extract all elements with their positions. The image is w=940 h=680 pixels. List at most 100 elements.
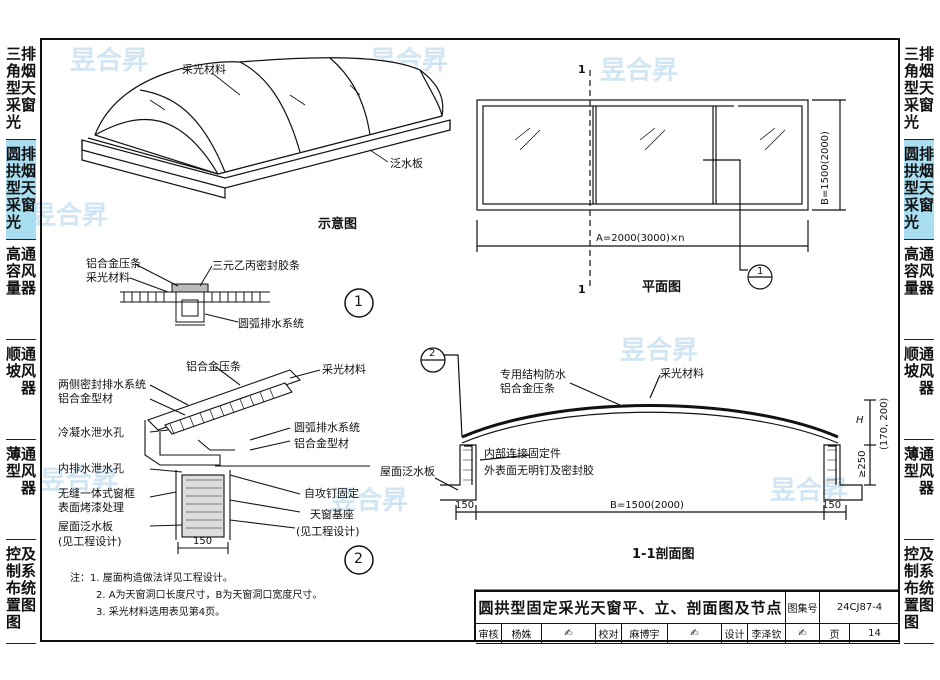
side-tab-char: 型 [904,462,920,480]
side-tab-char: 窗 [919,196,935,214]
side-tab-char: 采 [904,96,920,114]
iso-title: 示意图 [318,217,358,232]
side-tab-char: 光 [6,213,22,231]
plan-view [476,70,846,290]
side-tab-char: 通 [21,345,37,363]
side-tab-char: 坡 [904,362,920,380]
side-tab-column: 通风器 [21,246,36,339]
side-tab-char: 置 [6,596,22,614]
d2-inner-label: 内排水泄水孔 [58,462,124,475]
sec-roof: 屋面泛水板 [380,465,435,478]
d2-number: 2 [354,551,363,567]
d1-material-label: 采光材料 [86,271,130,284]
side-tab-char: 图 [6,613,22,631]
side-tab-char: 通 [919,445,935,463]
side-tab-char: 通 [919,245,935,263]
side-tab-char: 器 [21,379,37,397]
side-tab-char: 容 [904,262,920,280]
side-tab-char: 顺 [904,345,920,363]
side-tab-char: 排 [919,45,935,63]
check-label: 校对 [596,624,622,644]
side-tab-char: 采 [904,196,920,214]
side-tab-2[interactable]: 圆拱型采光排烟天窗 [6,140,36,240]
side-tab-char: 通 [21,245,37,263]
d2-frame1-label: 无缝一体式窗框 [58,487,135,500]
side-tab-char: 通 [919,345,935,363]
sec-conn2: 外表面无明钉及密封胶 [484,464,594,477]
drawing-title: 圆拱型固定采光天窗平、立、剖面图及节点 [476,592,786,624]
side-tab-column: 通风器 [919,346,934,439]
page-no: 14 [850,624,900,644]
side-tab-char: 烟 [21,62,37,80]
side-tab-5[interactable]: 薄型通风器 [6,440,36,540]
side-tab-char: 风 [919,262,935,280]
side-tab-column: 通风器 [919,246,934,339]
side-tab-char: 图 [21,596,37,614]
note-2: 2. A为天窗洞口长度尺寸，B为天窗洞口宽度尺寸。 [96,590,323,601]
side-tab-column: 薄型 [904,446,919,539]
side-tab-char: 器 [919,279,935,297]
side-tab-char: 控 [904,545,920,563]
side-tab-char: 排 [21,145,37,163]
watermark: 昱合昇 [620,336,699,366]
side-tab-char: 量 [6,279,22,297]
reviewer: 杨姝 [502,624,542,644]
plan-title: 平面图 [642,280,682,295]
side-tab-column: 圆拱型采光 [6,146,21,239]
note-1: 注：1. 屋面构造做法详见工程设计。 [70,573,233,584]
check-signature: ✍ [668,624,722,644]
detail-1 [120,263,374,326]
side-tab-char: 系 [21,562,37,580]
sec-waterproof2: 铝合金压条 [500,382,555,395]
side-tab-char: 角 [6,62,22,80]
side-tab-char: 采 [6,196,22,214]
side-tab-char: 及 [21,545,37,563]
side-tab-char: 及 [919,545,935,563]
design-signature: ✍ [786,624,820,644]
d1-pressing-label: 铝合金压条 [86,257,141,270]
side-tab-1[interactable]: 三角型采光排烟天窗 [6,40,36,140]
side-tab-column: 三角型采光 [6,46,21,139]
side-tab-char: 制 [904,562,920,580]
side-tab-4[interactable]: 顺坡通风器 [6,340,36,440]
d2-roof-note: (见工程设计) [58,535,122,548]
side-tab-char: 型 [6,79,22,97]
side-tab-char: 风 [919,462,935,480]
side-tab-char: 窗 [21,96,37,114]
side-tab-char: 拱 [904,162,920,180]
notes: 注：1. 屋面构造做法详见工程设计。 2. A为天窗洞口长度尺寸，B为天窗洞口宽… [70,570,322,621]
side-tab-4[interactable]: 顺坡通风器 [904,340,934,440]
side-tab-1[interactable]: 三角型采光排烟天窗 [904,40,934,140]
side-tab-column: 通风器 [21,346,36,439]
side-tab-3[interactable]: 高容量通风器 [904,240,934,340]
side-tab-char: 光 [904,113,920,131]
side-tab-char: 圆 [904,145,920,163]
designer: 李泽钦 [748,624,786,644]
sec-dim-250: ≥250 [857,450,868,478]
side-tab-5[interactable]: 薄型通风器 [904,440,934,540]
side-tab-6[interactable]: 控制布置图及系统图 [6,540,36,644]
side-tab-char: 顺 [6,345,22,363]
side-tab-3[interactable]: 高容量通风器 [6,240,36,340]
side-tab-6[interactable]: 控制布置图及系统图 [904,540,934,644]
side-tab-column: 高容量 [6,246,21,339]
plan-section-mark-top: 1 [578,63,586,76]
sec-dim-h: H [856,415,864,426]
side-tab-column: 排烟天窗 [919,146,934,239]
isometric-skylight [81,57,451,199]
side-tab-char: 天 [919,179,935,197]
side-tab-char: 天 [21,179,37,197]
side-tabs-right: 三角型采光排烟天窗圆拱型采光排烟天窗高容量通风器顺坡通风器薄型通风器控制布置图及… [904,40,934,644]
side-tab-char: 型 [904,179,920,197]
d2-profile2-label: 铝合金型材 [294,437,349,450]
sec-waterproof1: 专用结构防水 [500,368,566,381]
d2-base-label: 天窗基座 [310,508,354,521]
side-tab-char: 量 [904,279,920,297]
side-tab-2[interactable]: 圆拱型采光排烟天窗 [904,140,934,240]
side-tab-char: 器 [21,279,37,297]
side-tab-column: 通风器 [919,446,934,539]
plan-width-dim: A=2000(3000)×n [596,233,685,244]
side-tab-char: 置 [904,596,920,614]
sec-dim-left: 150 [455,500,475,511]
side-tab-char: 布 [6,579,22,597]
